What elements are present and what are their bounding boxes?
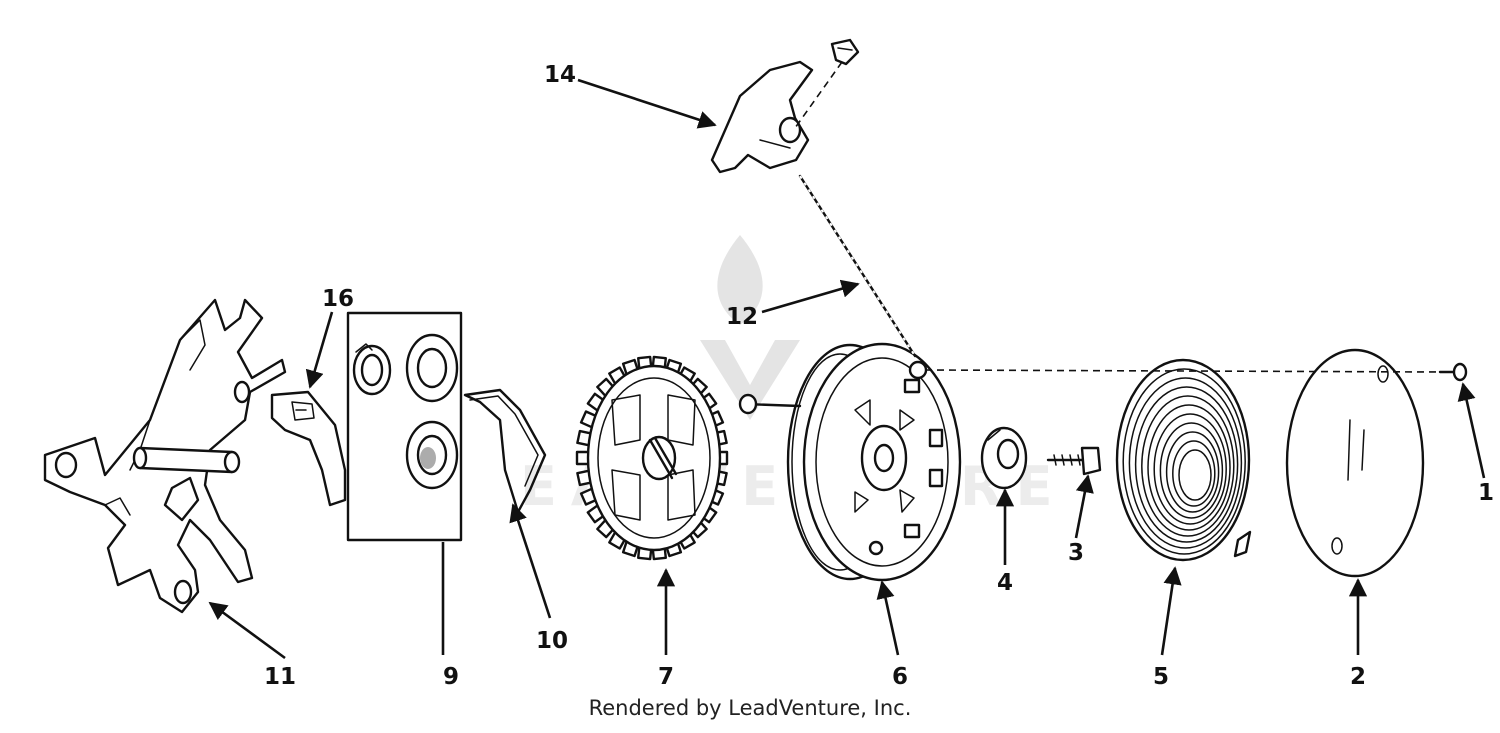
callout-9: 9 [443,664,459,690]
part-1-screw [1438,362,1468,382]
spring-coil [1165,431,1220,513]
render-credit: Rendered by LeadVenture, Inc. [588,696,912,720]
spring-coil [1172,440,1216,507]
leader-arrows [208,78,1486,660]
part-9-washer-card [346,311,463,542]
part-12-starter-rope [798,174,917,358]
callout-3: 3 [1068,540,1084,566]
spring-coil [1128,377,1243,549]
spring-coil [1159,422,1224,519]
part-11-control-bracket [43,298,287,614]
callout-5: 5 [1153,664,1169,690]
spring-coil [1153,413,1227,525]
spring-coil [1141,395,1235,537]
spring-coil [1134,386,1239,543]
callout-1: 1 [1478,480,1494,506]
spring-coil [1178,449,1212,501]
part-6-starter-pulley [738,342,962,582]
part-10-wire-spring [463,388,547,514]
spring-hook [1233,530,1252,558]
assembly-axis-line [924,369,1441,373]
callout-16: 16 [322,286,354,312]
part-14-starter-handle [710,38,860,174]
callout-7: 7 [658,664,674,690]
part-7-drive-gear [575,355,729,561]
callout-10: 10 [536,628,568,654]
callout-11: 11 [264,664,296,690]
callout-2: 2 [1350,664,1366,690]
part-2-cover-plate [1285,348,1425,578]
part-16-brake-lever [270,390,347,507]
callout-14: 14 [544,62,576,88]
spring-coil [1122,368,1246,555]
callout-4: 4 [997,570,1013,596]
part-4-pawl [980,426,1028,490]
spring-coil [1147,404,1231,531]
part-5-recoil-spring [1115,358,1252,562]
callout-6: 6 [892,664,908,690]
callout-12: 12 [726,304,758,330]
part-3-screw [1046,446,1102,476]
